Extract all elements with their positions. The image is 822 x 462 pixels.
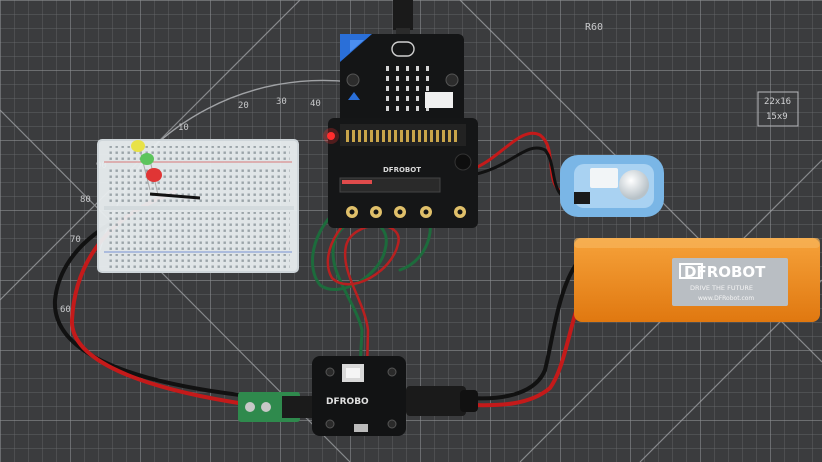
expansion-board-brand: DFROBOT (383, 166, 421, 174)
button-b-icon (445, 73, 459, 87)
mat-label-15x9: 15x9 (766, 112, 788, 122)
power-led-icon (327, 132, 335, 140)
power-module: DFROBO (238, 356, 478, 436)
dc-jack (406, 386, 466, 416)
leds (131, 140, 201, 200)
logo-icon (391, 41, 415, 57)
mat-label-r60: R60 (585, 22, 603, 33)
usb-cable (393, 0, 413, 30)
ruler-mark-30: 30 (276, 97, 287, 107)
battery-brand: DFROBOT (684, 263, 766, 281)
yellow-led-icon (131, 140, 145, 152)
ruler-mark-70: 70 (70, 235, 81, 245)
ruler-mark-80: 80 (80, 195, 91, 205)
ruler-mark-20: 20 (238, 101, 249, 111)
ruler-mark-10: 10 (178, 123, 189, 133)
green-led-icon (140, 153, 154, 165)
ruler-mark-60: 60 (60, 305, 71, 315)
battery-tagline: DRIVE THE FUTURE (690, 284, 753, 292)
screw-icon (261, 402, 271, 412)
red-led-icon (146, 168, 162, 182)
button-a-icon (346, 73, 360, 87)
power-module-brand: DFROBO (326, 397, 369, 407)
screw-icon (245, 402, 255, 412)
buzzer-icon (454, 153, 472, 171)
microbit-board (340, 34, 464, 124)
ruler-mark-40: 40 (310, 99, 321, 109)
mat-label-22x16: 22x16 (764, 97, 791, 107)
breadboard (97, 139, 299, 273)
lipo-battery: DFROBOT DRIVE THE FUTURE www.DFRobot.com (574, 238, 820, 322)
motion-sensor (560, 155, 664, 217)
battery-url: www.DFRobot.com (698, 295, 754, 302)
pir-dome-icon (619, 170, 649, 200)
expansion-board: DFROBOT (323, 118, 478, 228)
